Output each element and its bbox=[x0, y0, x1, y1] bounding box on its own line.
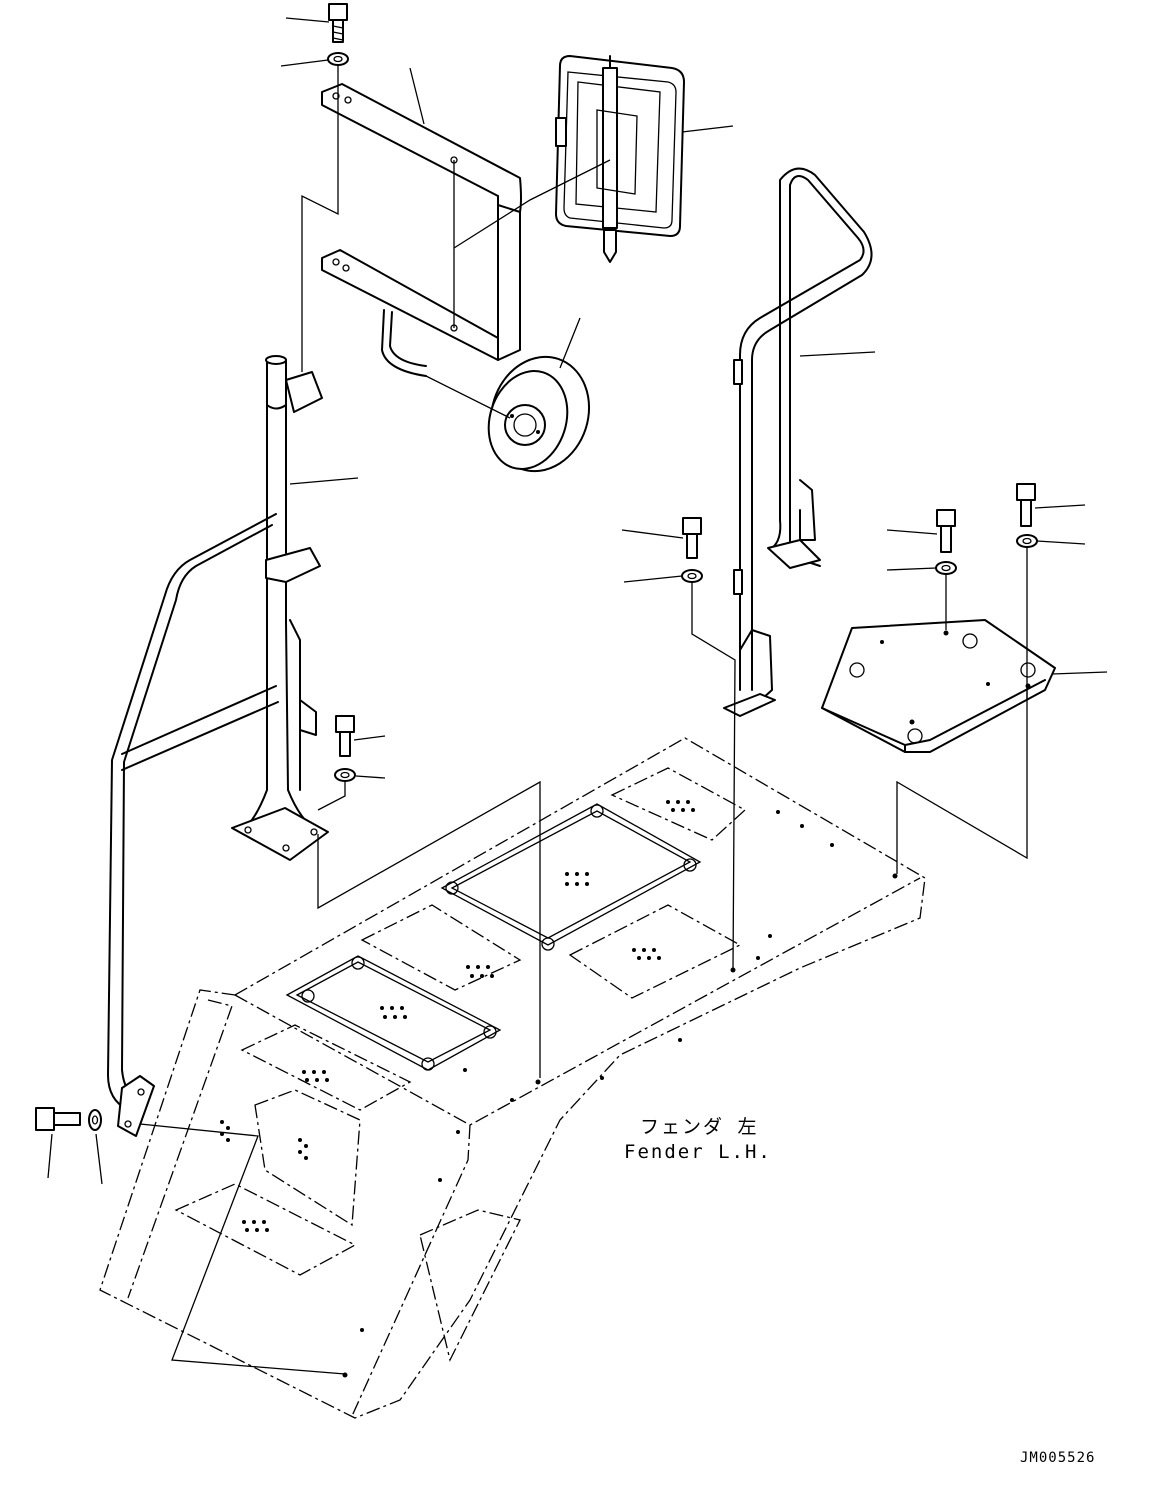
bolt bbox=[1016, 483, 1038, 548]
washer-top bbox=[327, 52, 349, 66]
callout-leaders bbox=[47, 17, 1108, 1185]
bolt-horizontal bbox=[35, 1107, 102, 1131]
bolt bbox=[681, 517, 703, 583]
caption-en: Fender L.H. bbox=[624, 1141, 772, 1163]
fender-lh bbox=[99, 737, 926, 1419]
assembly-lines bbox=[139, 66, 1028, 1375]
left-handrail-post bbox=[107, 355, 329, 1137]
bolt bbox=[935, 509, 957, 575]
round-mirror bbox=[487, 355, 591, 473]
mirror-bracket bbox=[321, 83, 522, 377]
bolt bbox=[334, 715, 356, 782]
bolt-top bbox=[328, 3, 348, 43]
rear-view-mirror bbox=[555, 55, 685, 263]
right-handrail bbox=[723, 167, 873, 717]
caption-jp: フェンダ 左 bbox=[640, 1116, 758, 1138]
drawing-id: JM005526 bbox=[1020, 1450, 1095, 1466]
step-plate bbox=[821, 619, 1056, 753]
